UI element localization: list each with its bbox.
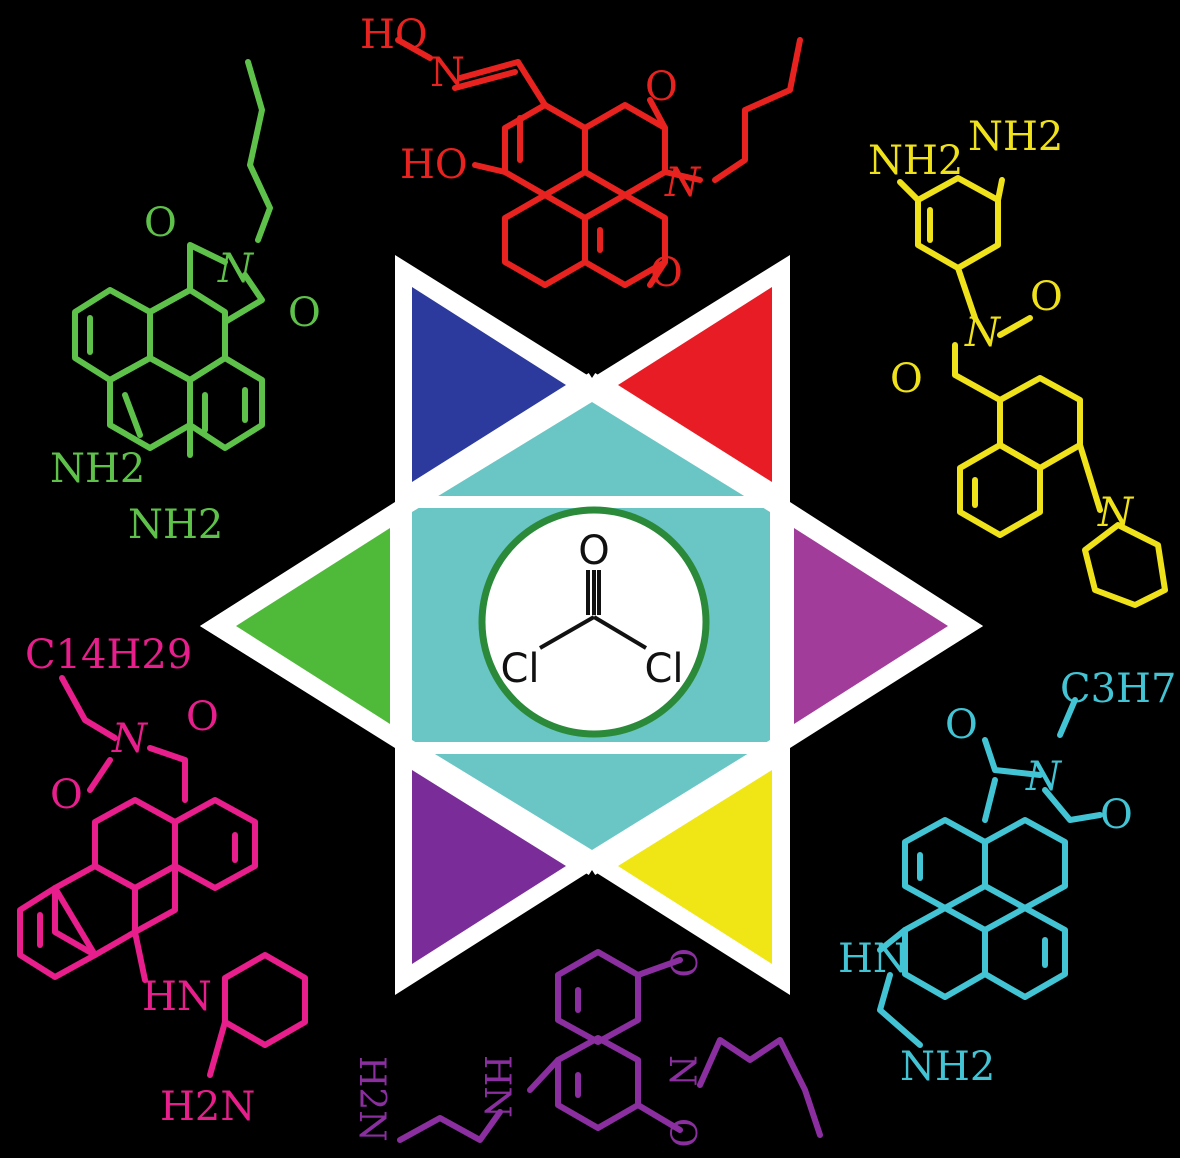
green-amine-2: NH2 <box>128 502 223 548</box>
star-point-purple <box>412 770 566 964</box>
magenta-imine: HN <box>142 974 212 1020</box>
probe-green <box>72 59 273 458</box>
core-circle <box>478 506 710 738</box>
red-oxygen-bottom: O <box>650 250 683 296</box>
yellow-nitrogen: N <box>964 310 1002 356</box>
green-amine-1: NH2 <box>50 446 145 492</box>
probe-purple-labels: H2N HN N O O <box>351 948 702 1148</box>
green-oxygen-right: O <box>288 290 321 336</box>
cyan-oxygen-right: O <box>1100 792 1133 838</box>
star-point-yellow <box>618 770 772 964</box>
probe-red-labels: HO N HO O N O <box>360 12 702 296</box>
purple-nitrogen: N <box>661 1055 702 1087</box>
yellow-oxygen-right: O <box>1030 274 1063 320</box>
probe-cyan <box>877 697 1103 1048</box>
star-point-magenta <box>794 528 948 724</box>
purple-amine: H2N <box>351 1056 392 1142</box>
magenta-oxygen-right: O <box>186 694 219 740</box>
probe-green-labels: O N O NH2 NH2 <box>50 200 321 548</box>
red-oxygen-top: O <box>645 64 678 110</box>
probe-magenta <box>17 675 308 1078</box>
red-oxime: HO <box>360 12 428 58</box>
yellow-amine-1: NH2 <box>868 138 963 184</box>
phosgene-core: O Cl Cl <box>478 506 710 738</box>
red-hydroxyl: HO <box>400 142 468 188</box>
cyan-oxygen-left: O <box>945 702 978 748</box>
magenta-oxygen-left: O <box>50 772 83 818</box>
probe-purple <box>397 949 823 1143</box>
cyan-chain: C3H7 <box>1060 666 1176 712</box>
yellow-piperidine-n: N <box>1097 490 1135 536</box>
magenta-chain: C14H29 <box>25 632 192 678</box>
yellow-oxygen-left: O <box>890 356 923 402</box>
red-nitrogen: N <box>664 160 702 206</box>
purple-oxygen-bottom: O <box>661 1118 702 1148</box>
purple-imine: HN <box>476 1055 517 1118</box>
green-nitrogen: N <box>217 246 255 292</box>
probe-red <box>395 37 803 288</box>
magenta-nitrogen: N <box>111 716 149 762</box>
probe-cyan-labels: O N C3H7 O HN NH2 <box>838 666 1176 1090</box>
purple-oxygen-top: O <box>661 948 702 978</box>
core-chlorine-right: Cl <box>644 646 683 692</box>
probe-yellow <box>897 175 1168 608</box>
star-point-green <box>236 528 390 724</box>
red-oxime-n: N <box>430 50 465 96</box>
core-chlorine-left: Cl <box>500 646 539 692</box>
star-point-red <box>618 287 772 482</box>
green-oxygen-top: O <box>144 200 177 246</box>
yellow-amine-2: NH2 <box>968 114 1063 160</box>
cyan-hydrazine-nh2: NH2 <box>900 1044 995 1090</box>
cyan-nitrogen: N <box>1025 754 1063 800</box>
cyan-hydrazine-hn: HN <box>838 936 908 982</box>
probe-magenta-labels: C14H29 N O O HN H2N <box>25 632 255 1130</box>
core-oxygen: O <box>578 528 609 574</box>
magenta-amine: H2N <box>160 1084 255 1130</box>
probe-yellow-labels: NH2 NH2 N O O N <box>868 114 1135 536</box>
star-point-blue <box>412 287 566 482</box>
